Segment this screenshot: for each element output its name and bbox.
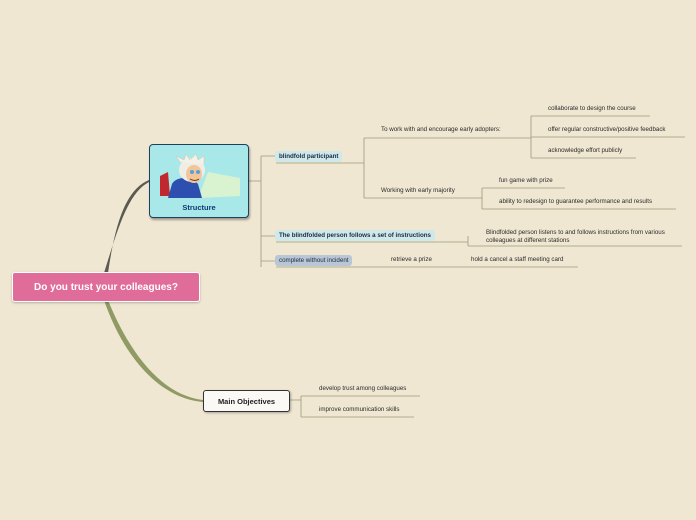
instructions-topic[interactable]: The blindfolded person follows a set of … (275, 230, 435, 241)
early-majority-item[interactable]: fun game with prize (499, 177, 553, 184)
objective-item[interactable]: improve communication skills (319, 406, 400, 413)
objectives-connector (289, 395, 420, 418)
objective-item[interactable]: develop trust among colleagues (319, 385, 407, 392)
structure-topic[interactable]: Structure (149, 144, 249, 218)
early-adopters-topic[interactable]: To work with and encourage early adopter… (381, 126, 501, 133)
structure-trunk (248, 155, 276, 267)
early-adopters-connector (364, 115, 685, 159)
main-objectives-topic[interactable]: Main Objectives (203, 390, 290, 412)
scientist-illustration (160, 153, 240, 198)
early-majority-item[interactable]: ability to redesign to guarantee perform… (499, 198, 653, 205)
early-adopters-item[interactable]: acknowledge effort publicly (548, 147, 623, 154)
early-adopters-item[interactable]: collaborate to design the course (548, 105, 636, 112)
early-majority-topic[interactable]: Working with early majority (381, 187, 455, 194)
staff-meeting-card-topic[interactable]: hold a cancel a staff meeting card (471, 256, 564, 263)
structure-topic-label: Structure (182, 203, 216, 212)
root-topic-label: Do you trust your colleagues? (34, 281, 178, 293)
root-to-structure-branch (104, 180, 149, 273)
main-objectives-label: Main Objectives (217, 396, 276, 406)
root-topic[interactable]: Do you trust your colleagues? (12, 272, 200, 302)
instructions-detail[interactable]: Blindfolded person listens to and follow… (486, 229, 665, 244)
complete-without-incident-topic[interactable]: complete without incident (275, 255, 353, 266)
instructions-connector (276, 236, 682, 247)
retrieve-prize-topic[interactable]: retrieve a prize (391, 256, 432, 263)
early-adopters-item[interactable]: offer regular constructive/positive feed… (548, 126, 666, 133)
blindfold-connector (276, 138, 365, 198)
blindfold-participant-topic[interactable]: blindfold participant (275, 151, 343, 162)
root-to-objectives-branch (104, 300, 203, 402)
early-majority-connector (364, 187, 676, 210)
